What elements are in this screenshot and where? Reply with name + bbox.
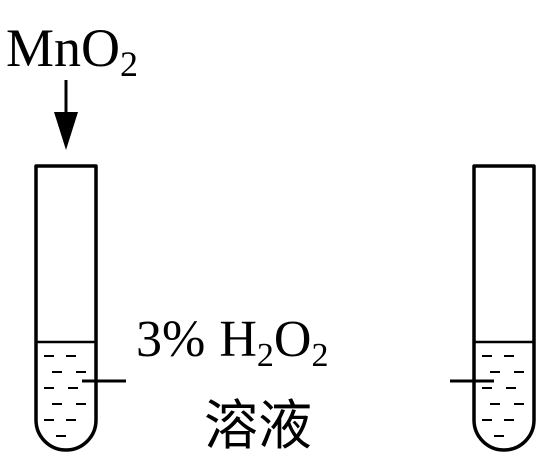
solution-formula-o: O [274, 311, 312, 368]
down-arrow-icon [54, 80, 78, 150]
solution-formula-h: H [219, 311, 257, 368]
test-tube-left-glass [34, 164, 98, 452]
test-tube-right-glass [472, 164, 536, 452]
test-tube-right [472, 164, 536, 452]
test-tube-left-liquid [36, 342, 96, 450]
solution-formula-sub-2: 2 [311, 337, 328, 374]
reagent-label-subscript: 2 [120, 44, 138, 84]
solution-name: 溶液 [204, 396, 312, 456]
solution-formula-sub-1: 2 [257, 337, 274, 374]
test-tube-left-liquid-dashes [44, 355, 86, 437]
test-tube-left [34, 164, 98, 452]
solution-percent: 3% [136, 311, 205, 368]
reagent-label-base: MnO [6, 18, 120, 78]
reagent-label: MnO2 [6, 18, 138, 84]
solution-label: 3%H2O2 [136, 311, 328, 374]
test-tube-right-liquid-dashes [482, 355, 524, 437]
